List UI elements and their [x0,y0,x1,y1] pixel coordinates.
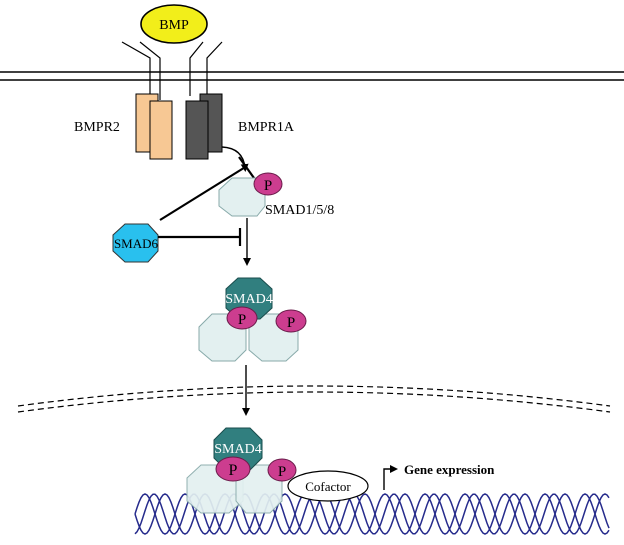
bmp-ligand: BMP [140,4,208,44]
bmpr2-label: BMPR2 [74,120,120,135]
cytoplasmic-smad-complex: SMAD4 P P [198,277,307,362]
receptor-extracellular-lines [121,41,223,100]
gene-expression-label: Gene expression [404,462,495,477]
svg-text:SMAD4: SMAD4 [214,442,261,457]
bmpr2-receptor [135,93,173,160]
cofactor: Cofactor [287,470,369,502]
smad158-label: SMAD1/5/8 [265,203,334,218]
transcription-arrow [383,465,398,490]
bmpr1a-receptor [185,93,223,160]
smad6-complex-inhibition [158,228,242,246]
svg-text:P: P [278,464,286,480]
bmpr1a-label: BMPR1A [238,120,295,135]
smad6: SMAD6 [112,223,159,263]
smad158: P [218,172,283,217]
svg-text:P: P [264,178,272,194]
svg-text:P: P [287,315,295,331]
complex-phospho-a: P [226,306,258,330]
smad6-receptor-inhibition [159,156,255,221]
phosphorylation-arrow [221,146,249,172]
smad6-label: SMAD6 [114,236,159,251]
dna-strand-2 [134,493,610,535]
bmp-label: BMP [159,18,189,33]
svg-text:P: P [238,312,246,328]
svg-text:P: P [229,462,238,479]
smad158-phospho: P [253,172,283,196]
nuclear-phospho-b: P [267,458,297,482]
nuclear-phospho-a: P [215,456,251,482]
nuclear-smad-complex: SMAD4 P P [186,427,297,514]
complex-phospho-b: P [275,309,307,333]
plasma-membrane [0,71,624,81]
cofactor-label: Cofactor [305,479,351,494]
dna-strand-3 [134,493,610,535]
nuclear-membrane [17,385,611,413]
svg-text:SMAD4: SMAD4 [225,292,272,307]
